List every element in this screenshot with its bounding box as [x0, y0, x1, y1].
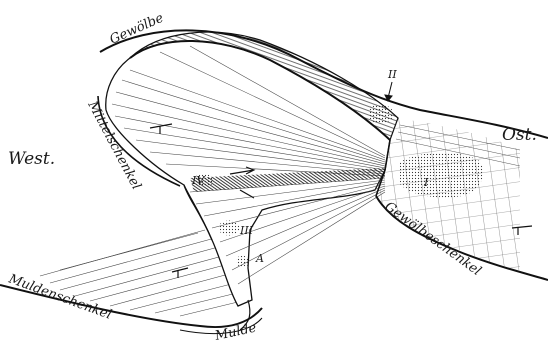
label-point-IV: IV	[191, 174, 205, 187]
label-mulde: Mulde	[213, 320, 258, 344]
arrow-ii	[385, 82, 392, 101]
label-point-III: III	[239, 224, 254, 237]
label-west: West.	[8, 149, 55, 169]
label-point-A: A	[255, 252, 264, 265]
label-point-II: II	[387, 68, 397, 81]
label-point-I: I	[423, 176, 429, 189]
label-ost: Ost.	[502, 125, 537, 145]
